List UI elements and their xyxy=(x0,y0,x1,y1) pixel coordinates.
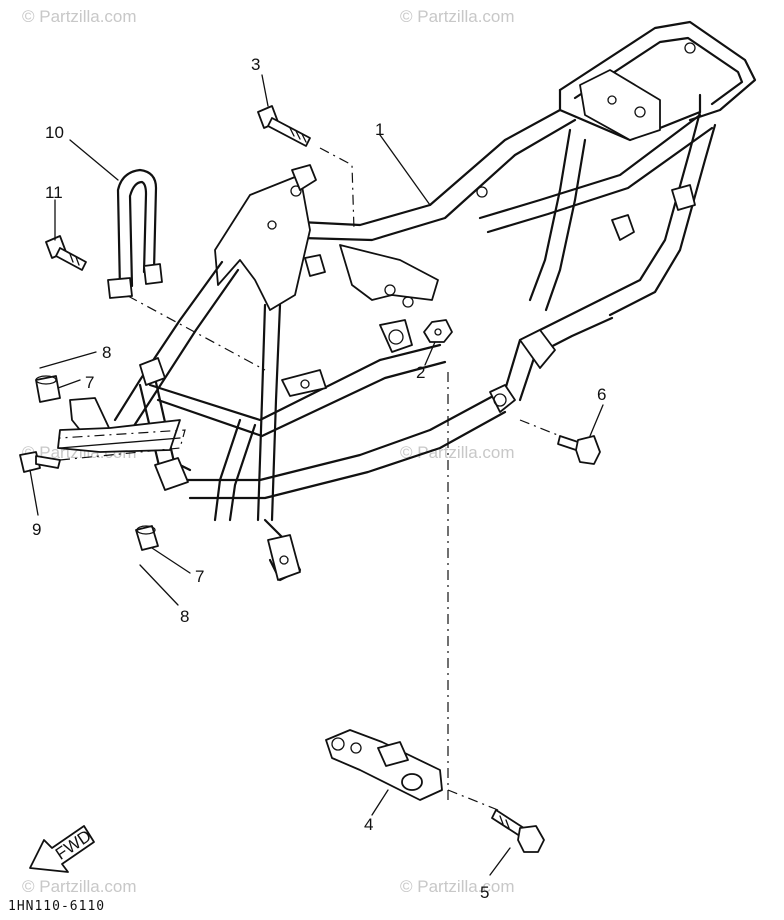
bracket-part-4 xyxy=(325,729,443,801)
bolt-part-11 xyxy=(45,235,87,271)
fwd-arrow-icon: FWD xyxy=(29,825,95,873)
watermark: © Partzilla.com xyxy=(22,877,137,896)
u-bracket-part-10 xyxy=(107,168,163,299)
watermark: © Partzilla.com xyxy=(22,7,137,26)
bolt-part-9 xyxy=(19,451,61,473)
callout-4: 4 xyxy=(364,815,373,834)
callout-7-lower: 7 xyxy=(195,567,204,586)
callout-5: 5 xyxy=(480,883,489,902)
callout-7: 7 xyxy=(85,373,94,392)
callout-2: 2 xyxy=(416,363,425,382)
callout-3: 3 xyxy=(251,55,260,74)
callout-11: 11 xyxy=(45,183,63,202)
cap-part-7 xyxy=(35,375,61,403)
callout-8: 8 xyxy=(102,343,111,362)
nut-part-2 xyxy=(423,319,453,343)
diagram-code: 1HN110-6110 xyxy=(8,899,105,914)
bolt-part-3 xyxy=(257,105,311,147)
callout-6: 6 xyxy=(597,385,606,404)
watermark: © Partzilla.com xyxy=(400,443,515,462)
bolt-part-6 xyxy=(557,435,601,465)
watermark: © Partzilla.com xyxy=(400,877,515,896)
callout-10: 10 xyxy=(45,123,64,142)
main-frame xyxy=(57,20,757,582)
bolt-part-5 xyxy=(491,809,545,853)
callout-8-lower: 8 xyxy=(180,607,189,626)
callout-1: 1 xyxy=(375,120,384,139)
watermark: © Partzilla.com xyxy=(400,7,515,26)
cap-part-7-lower xyxy=(135,525,159,551)
callout-9: 9 xyxy=(32,520,41,539)
